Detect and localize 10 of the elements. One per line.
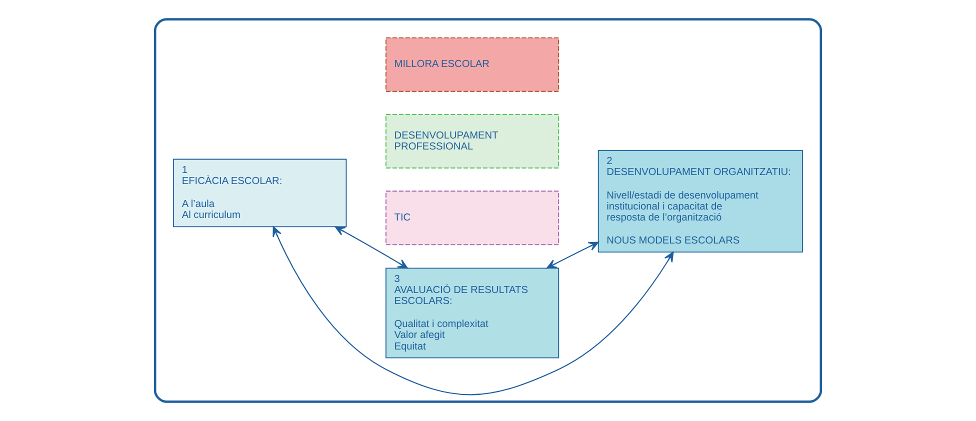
arrow — [546, 242, 599, 269]
node-box: 3 AVALUACIÓ DE RESULTATS ESCOLARS: Qualitat i complexitat Valor afegit Equitat — [386, 268, 560, 358]
node-box: TIC — [386, 190, 560, 246]
arrow — [272, 226, 674, 396]
node-box: 2 DESENVOLUPAMENT ORGANITZATIU: Nivell/estadi de desenvolupament institucional i capacitat de resposta de l’organització NOUS MODELS ESCOLARS — [598, 150, 803, 253]
arrow — [334, 226, 408, 269]
cluster — [154, 18, 822, 403]
node-box: DESENVOLUPAMENT PROFESSIONAL — [386, 114, 560, 168]
node-box: MILLORA ESCOLAR — [386, 37, 560, 92]
node-box: 1 EFICÀCIA ESCOLAR: A l’aula Al curriculum — [173, 158, 347, 228]
